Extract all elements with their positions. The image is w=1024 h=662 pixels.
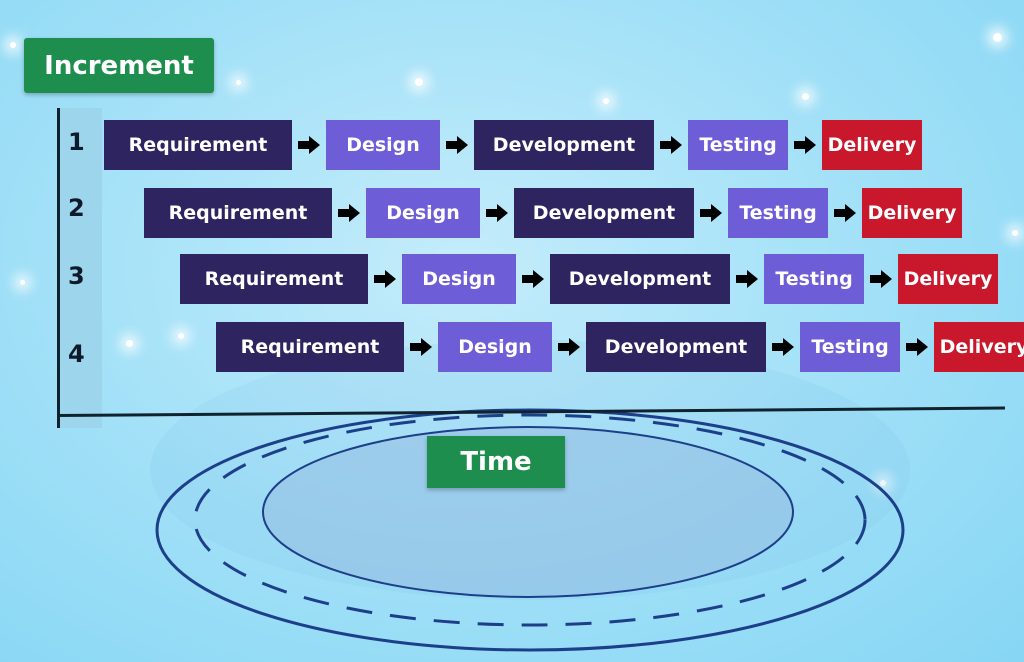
arrow-right-icon xyxy=(730,268,764,290)
arrow-right-icon xyxy=(828,202,862,224)
y-axis xyxy=(57,108,102,428)
step-testing: Testing xyxy=(688,120,788,170)
arrow-right-icon xyxy=(404,336,438,358)
step-development: Development xyxy=(514,188,694,238)
glow-particle xyxy=(880,480,886,486)
arrow-right-icon xyxy=(292,134,326,156)
step-design: Design xyxy=(366,188,480,238)
increment-number-1: 1 xyxy=(68,128,85,156)
arrow-right-icon xyxy=(864,268,898,290)
step-design: Design xyxy=(438,322,552,372)
increment-number-3: 3 xyxy=(68,262,85,290)
glow-particle xyxy=(178,333,184,339)
increment-row-4: Requirement Design Development Testing Deliv… xyxy=(216,322,1024,372)
step-testing: Testing xyxy=(728,188,828,238)
step-development: Development xyxy=(550,254,730,304)
arrow-right-icon xyxy=(552,336,586,358)
step-design: Design xyxy=(326,120,440,170)
step-requirement: Requirement xyxy=(180,254,368,304)
increment-number-2: 2 xyxy=(68,194,85,222)
glow-particle xyxy=(993,33,1002,42)
arrow-right-icon xyxy=(480,202,514,224)
increment-number-4: 4 xyxy=(68,340,85,368)
step-requirement: Requirement xyxy=(216,322,404,372)
step-delivery: Delivery xyxy=(862,188,962,238)
increment-row-1: Requirement Design Development Testing Deliv… xyxy=(104,120,922,170)
arrow-right-icon xyxy=(516,268,550,290)
glow-particle xyxy=(126,340,133,347)
time-axis-label: Time xyxy=(427,436,565,488)
step-delivery: Delivery xyxy=(934,322,1024,372)
arrow-right-icon xyxy=(766,336,800,358)
arrow-right-icon xyxy=(332,202,366,224)
step-delivery: Delivery xyxy=(898,254,998,304)
glow-particle xyxy=(20,280,25,285)
step-development: Development xyxy=(586,322,766,372)
step-testing: Testing xyxy=(764,254,864,304)
step-development: Development xyxy=(474,120,654,170)
arrow-right-icon xyxy=(440,134,474,156)
step-design: Design xyxy=(402,254,516,304)
increment-row-3: Requirement Design Development Testing Deliv… xyxy=(180,254,998,304)
glow-particle xyxy=(415,78,423,86)
arrow-right-icon xyxy=(368,268,402,290)
glow-particle xyxy=(10,42,16,48)
step-testing: Testing xyxy=(800,322,900,372)
glow-particle xyxy=(603,98,609,104)
step-delivery: Delivery xyxy=(822,120,922,170)
step-requirement: Requirement xyxy=(104,120,292,170)
glow-particle xyxy=(1012,230,1018,236)
glow-particle xyxy=(802,93,809,100)
arrow-right-icon xyxy=(900,336,934,358)
increment-axis-label: Increment xyxy=(24,38,214,93)
increment-row-2: Requirement Design Development Testing Deliv… xyxy=(144,188,962,238)
arrow-right-icon xyxy=(654,134,688,156)
glow-particle xyxy=(236,80,241,85)
arrow-right-icon xyxy=(788,134,822,156)
step-requirement: Requirement xyxy=(144,188,332,238)
arrow-right-icon xyxy=(694,202,728,224)
